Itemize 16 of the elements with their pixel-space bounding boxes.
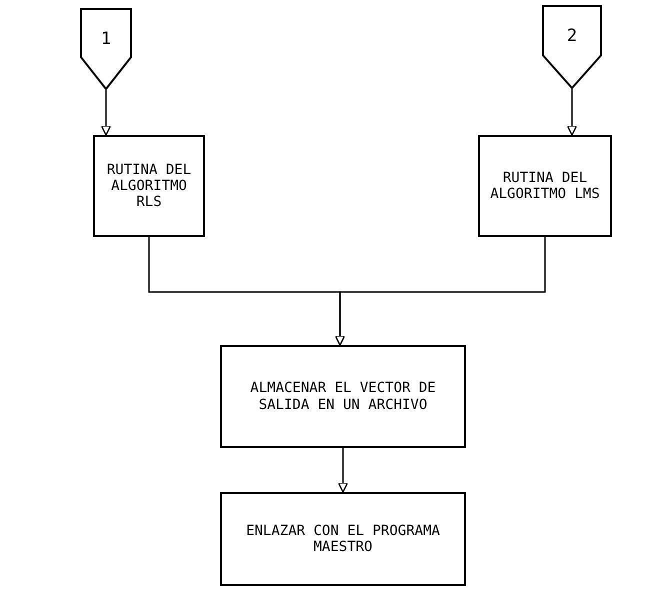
- node-text: RUTINA DEL ALGORITMO RLS: [106, 162, 192, 210]
- arrow: [100, 90, 112, 136]
- node-text: 1: [100, 30, 112, 50]
- node-text: 2: [566, 27, 578, 47]
- off-page-connector: [542, 5, 602, 89]
- off-page-connector: [80, 8, 132, 90]
- process-box: [478, 135, 612, 237]
- node-text: ENLAZAR CON EL PROGRAMA MAESTRO: [245, 522, 441, 556]
- arrow: [334, 237, 546, 346]
- process-box: [220, 345, 466, 448]
- arrow: [338, 448, 348, 493]
- process-box: [93, 135, 205, 237]
- node-text: ALMACENAR EL VECTOR DE SALIDA EN UN ARCHIVO: [249, 380, 437, 413]
- node-text: RUTINA DEL ALGORITMO LMS: [489, 170, 601, 202]
- process-box: [220, 492, 466, 586]
- arrow: [566, 89, 578, 136]
